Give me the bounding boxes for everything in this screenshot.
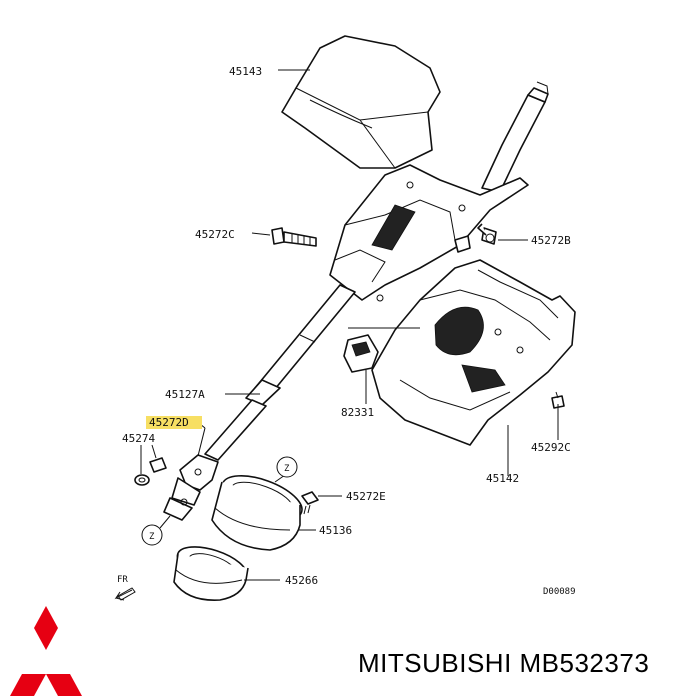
brand-part-number: MITSUBISHI MB532373 — [358, 648, 650, 678]
clip-82331 — [343, 334, 379, 373]
seal-45266 — [173, 546, 249, 601]
label-45136: 45136 — [319, 524, 352, 537]
lower-shaft-45127a — [204, 284, 356, 461]
z-marker-top: Z — [276, 456, 298, 478]
label-45272b: 45272B — [531, 234, 571, 247]
screw-45292c — [551, 391, 565, 409]
bolt-45272c — [271, 227, 317, 247]
label-45266: 45266 — [285, 574, 318, 587]
mitsubishi-logo-diamonds-icon — [4, 604, 88, 700]
nut-45274 — [134, 457, 167, 486]
label-45272e: 45272E — [346, 490, 386, 503]
boot-45136 — [211, 475, 303, 551]
leader-lines — [140, 69, 559, 581]
bolt-45272b — [477, 223, 497, 245]
column-bracket — [329, 164, 529, 302]
label-82331: 82331 — [341, 406, 374, 419]
lower-cover-45142 — [371, 259, 576, 446]
bolt-45272e — [301, 491, 319, 515]
upper-cover-45143 — [281, 35, 441, 169]
label-45127a: 45127A — [165, 388, 205, 401]
label-45292c: 45292C — [531, 441, 571, 454]
drawing-code: D00089 — [543, 587, 576, 597]
label-45142: 45142 — [486, 472, 519, 485]
label-45272d: 45272D — [149, 416, 189, 429]
highlight-45272d — [146, 416, 202, 429]
front-direction-arrow: FR — [114, 575, 136, 601]
label-45143: 45143 — [229, 65, 262, 78]
label-45274: 45274 — [122, 432, 155, 445]
z-marker-bottom: Z — [141, 524, 163, 546]
svg-text:FR: FR — [117, 575, 128, 585]
svg-text:Z: Z — [284, 464, 290, 474]
svg-text:Z: Z — [149, 532, 155, 542]
universal-joint — [163, 454, 219, 521]
label-45272c: 45272C — [195, 228, 235, 241]
upper-shaft-tube — [481, 81, 549, 193]
